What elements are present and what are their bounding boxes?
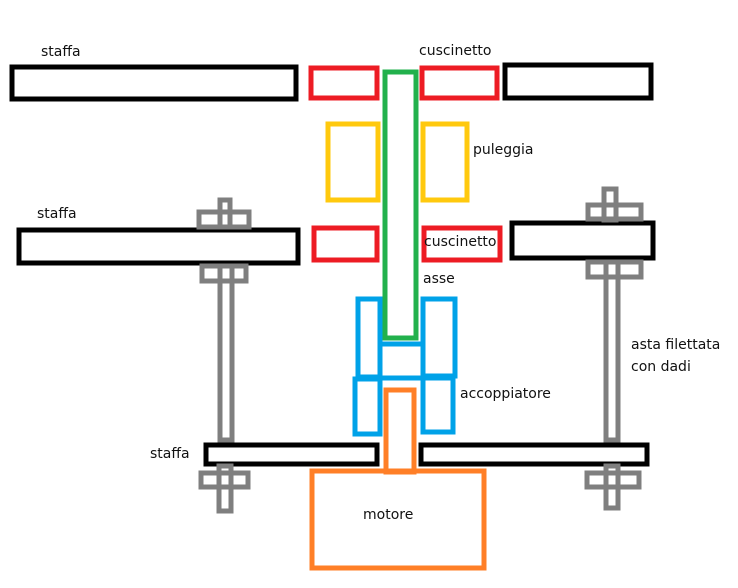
label-staffa-mid: staffa xyxy=(37,206,77,222)
label-motore: motore xyxy=(363,507,414,523)
label-staffa-top: staffa xyxy=(41,44,81,60)
cuscinetto-mid-right xyxy=(421,225,503,263)
puleggia-left xyxy=(325,121,381,203)
label-asse: asse xyxy=(423,271,455,287)
dado-left-bottom xyxy=(198,470,251,490)
dado-right-bottom xyxy=(584,470,642,490)
staffa-top-right xyxy=(502,62,654,101)
accoppiatore-center xyxy=(377,341,426,381)
dado-left-top xyxy=(196,209,252,230)
accoppiatore-lower-left xyxy=(352,376,383,437)
accoppiatore-upper-left xyxy=(355,296,383,380)
puleggia-right xyxy=(420,121,470,203)
staffa-bottom-left xyxy=(203,442,380,467)
label-puleggia: puleggia xyxy=(473,142,534,158)
cuscinetto-top-right xyxy=(419,65,500,101)
dado-left-bottom-stem xyxy=(216,463,234,514)
asse-shaft xyxy=(382,69,419,341)
staffa-mid-left xyxy=(16,227,301,266)
dado-right-bottom-stem xyxy=(603,463,621,511)
asta-filettata-right xyxy=(584,186,644,511)
staffa-bottom-right xyxy=(418,442,650,467)
label-accoppiatore: accoppiatore xyxy=(460,386,551,402)
motore-shaft xyxy=(383,387,417,475)
rod-left xyxy=(217,263,235,443)
cuscinetto-top-left xyxy=(308,65,380,101)
label-cuscinetto-mid: cuscinetto xyxy=(424,234,497,250)
cuscinetto-mid-left xyxy=(311,225,380,263)
asta-filettata-left xyxy=(196,197,252,514)
dado-right-top xyxy=(585,202,644,222)
label-staffa-bottom: staffa xyxy=(150,446,190,462)
label-cuscinetto-top: cuscinetto xyxy=(419,43,492,59)
accoppiatore-upper-right xyxy=(420,296,458,379)
label-asta-line2: con dadi xyxy=(631,359,691,375)
rod-right xyxy=(603,259,621,443)
label-asta-line1: asta filettata xyxy=(631,337,721,353)
motore-body xyxy=(309,468,487,571)
staffa-mid-right xyxy=(509,220,656,261)
staffa-top-left xyxy=(9,64,299,102)
accoppiatore-lower-right xyxy=(420,375,456,435)
